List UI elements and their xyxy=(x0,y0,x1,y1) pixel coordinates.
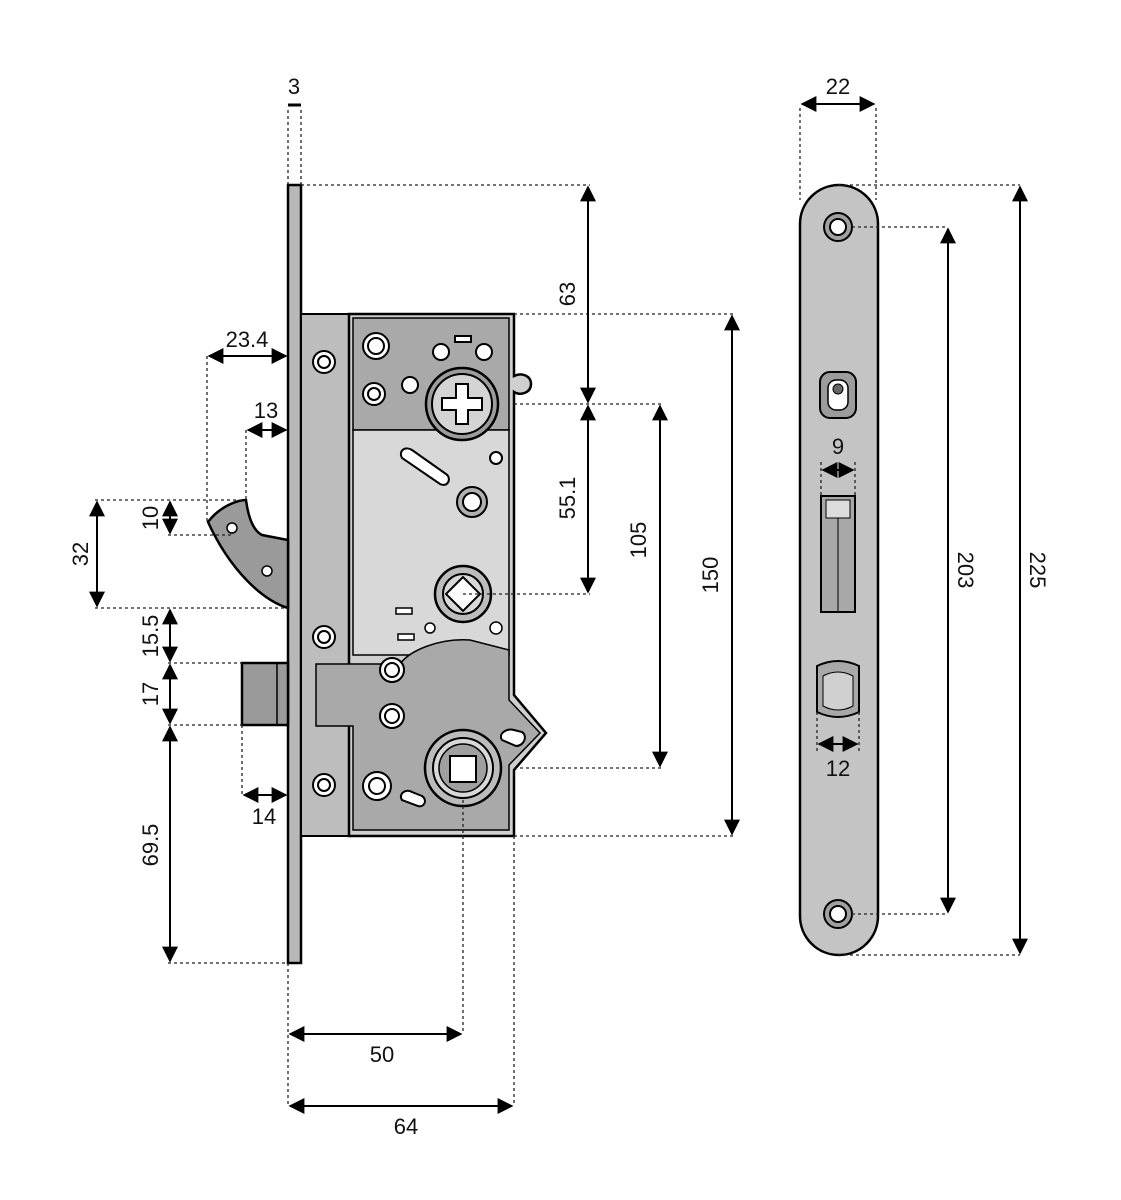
dim-backset: 50 xyxy=(370,1042,394,1067)
dim-case-depth: 64 xyxy=(394,1114,418,1139)
upper-holes xyxy=(362,332,493,406)
dim-latch-window-width: 9 xyxy=(832,434,844,459)
hook-pin-2 xyxy=(261,565,273,577)
dim-case-height: 150 xyxy=(698,557,723,594)
small-marks xyxy=(395,607,503,641)
dim-fixing-hole-spacing: 203 xyxy=(953,552,978,589)
dim-strike-length: 225 xyxy=(1025,552,1050,589)
dim-deadbolt-projection: 14 xyxy=(252,804,276,829)
bolt-window xyxy=(816,660,860,718)
strike-plate xyxy=(798,183,880,957)
strike-screw-holes xyxy=(823,212,853,929)
guide-slot xyxy=(400,447,450,486)
dim-latch-projection: 23.4 xyxy=(226,327,269,352)
dim-hook-depth: 13 xyxy=(254,398,278,423)
faceplate xyxy=(286,183,303,965)
dim-bolt-window-width: 12 xyxy=(826,756,850,781)
dimension-arrows xyxy=(89,96,1028,1114)
lower-holes xyxy=(362,657,526,808)
latch-window xyxy=(820,495,856,613)
forend-plate xyxy=(300,313,350,837)
dim-gap-below-hook: 15.5 xyxy=(138,615,163,658)
extension-lines xyxy=(95,108,1020,1106)
dim-bottom-distance: 69.5 xyxy=(138,824,163,867)
cross-spindle-icon xyxy=(424,366,500,442)
dim-spindle-to-cylinder: 105 xyxy=(626,522,651,559)
small-hole xyxy=(489,451,503,465)
mortise-lock-body xyxy=(206,183,548,965)
dim-faceplate-thickness: 3 xyxy=(288,74,300,99)
hook-pin xyxy=(226,522,238,534)
middle-hole-inner xyxy=(462,492,482,512)
dim-hook-height: 32 xyxy=(68,542,93,566)
forend-screw-holes xyxy=(312,350,336,797)
dim-hook-offset: 10 xyxy=(138,506,163,530)
square-cylinder-icon xyxy=(423,728,503,808)
hook-bolt xyxy=(206,498,290,610)
dim-spindle-to-follower: 55.1 xyxy=(555,477,580,520)
dim-top-to-spindle: 63 xyxy=(555,282,580,306)
dim-strike-width: 22 xyxy=(826,74,850,99)
deadbolt xyxy=(240,661,290,727)
dim-deadbolt-height: 17 xyxy=(138,682,163,706)
dimension-labels: 3 23.4 13 10 32 15.5 17 69.5 14 63 55.1 … xyxy=(68,74,1050,1139)
cam-window xyxy=(819,371,857,419)
